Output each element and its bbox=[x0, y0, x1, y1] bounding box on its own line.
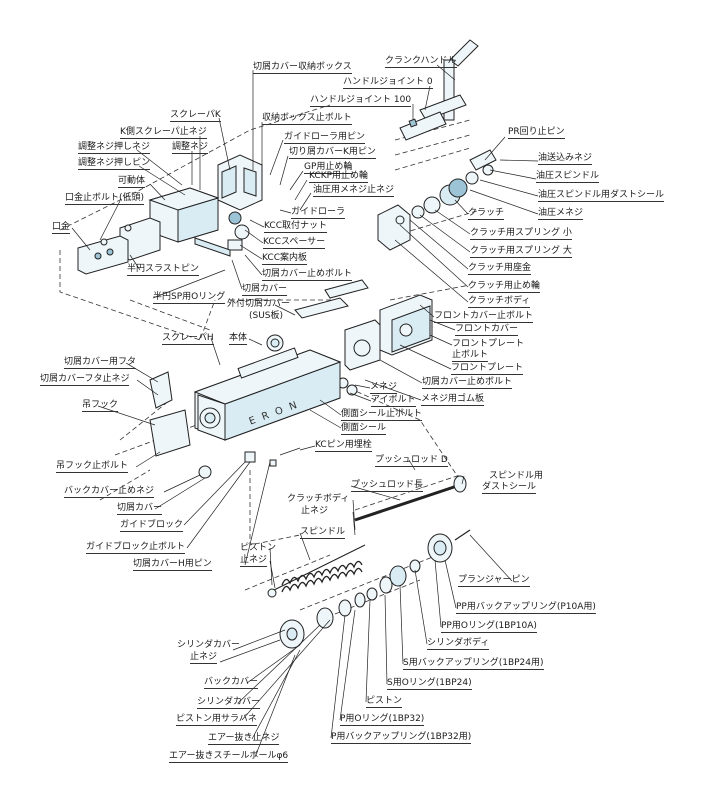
label-back-cover-screw: バックカバー止めネジ bbox=[64, 486, 155, 498]
label-air-bleed-steel-ball: エアー抜きスチールボールφ6 bbox=[169, 751, 289, 763]
label-front-cover: フロントカバー bbox=[455, 324, 519, 336]
label-cylinder-cover-2: シリンダカバー bbox=[197, 697, 261, 709]
label-cylinder-body: シリンダボディ bbox=[427, 638, 490, 650]
label-cylinder-cover-1: シリンダカバー bbox=[177, 640, 241, 650]
label-eye-bolt: アイボルト bbox=[371, 395, 416, 407]
label-gp-retaining-ring: GP用止め輪 bbox=[304, 162, 353, 174]
crank-handle-drawing bbox=[399, 39, 479, 141]
main-body-drawing bbox=[149, 334, 342, 479]
scraper-k-drawing bbox=[217, 154, 263, 251]
label-clutch-spring-small: クラッチ用スプリング 小 bbox=[470, 228, 572, 240]
label-adjust-screw: 調整ネジ bbox=[172, 142, 209, 154]
label-hydraulic-spindle: 油圧スピンドル bbox=[536, 171, 600, 183]
label-chip-cover-bolt-2: 切屑カバー止めボルト bbox=[422, 377, 513, 389]
label-front-plate-1: フロントプレート bbox=[452, 339, 525, 349]
label-piston-2: ピストン bbox=[366, 696, 403, 708]
label-guide-block: ガイドブロック bbox=[120, 520, 184, 532]
label-scraper-k: スクレーパK bbox=[170, 110, 221, 122]
label-air-bleed-screw: エアー抜き止ネジ bbox=[208, 733, 280, 745]
cylinder-parts-drawing bbox=[279, 529, 471, 649]
label-chip-cover-h-pin: 切屑カバーH用ピン bbox=[133, 559, 212, 571]
label-hydraulic-spindle-dust-seal: 油圧スピンドル用ダストシール bbox=[538, 190, 665, 202]
label-storage-box-bolt: 収納ボックス止ボルト bbox=[262, 113, 352, 125]
label-clutch-spring-large: クラッチ用スプリング 大 bbox=[470, 246, 572, 258]
label-sus-plate: (SUS板) bbox=[249, 311, 284, 321]
label-chip-cover-lid: 切屑カバー用フタ bbox=[64, 357, 137, 369]
label-p-o-ring: P用Oリング(1BP32) bbox=[340, 714, 425, 726]
label-stop-bolt-1: 止ボルト bbox=[452, 350, 489, 362]
label-movable-body: 可動体 bbox=[118, 176, 146, 188]
label-hydraulic-nut: 油圧メネジ bbox=[538, 208, 584, 220]
label-push-rod-long: プッシュロッド長 bbox=[351, 480, 424, 492]
label-piston-1: ピストン bbox=[240, 543, 277, 553]
label-s-backup-ring: S用バックアップリング(1BP24用) bbox=[403, 658, 544, 670]
label-kcc-mount-nut: KCC取付ナット bbox=[264, 221, 327, 233]
label-clutch-retaining-ring: クラッチ用止め輪 bbox=[468, 281, 541, 293]
clutch-assembly-drawing bbox=[377, 149, 497, 251]
label-half-round-thrust-pin: 半円スラストピン bbox=[127, 264, 199, 276]
label-clutch-body-2: クラッチボディ bbox=[287, 494, 350, 504]
label-oil-feed-screw: 油送込みネジ bbox=[538, 153, 593, 165]
movable-body-drawing bbox=[77, 187, 231, 275]
label-kc-pin-plug: KCピン用埋栓 bbox=[315, 440, 372, 452]
label-crank-handle: クランクハンドル bbox=[385, 56, 457, 68]
label-clutch: クラッチ bbox=[468, 208, 505, 220]
label-adjust-screw-push-pin: 調整ネジ押しピン bbox=[78, 158, 151, 170]
leader-lines bbox=[71, 64, 539, 758]
label-pr-anti-rotation-pin: PR回り止ピン bbox=[508, 127, 565, 139]
label-chip-cover-k-pin: 切り屑カバーK用ピン bbox=[289, 147, 376, 159]
label-adjust-screw-push-screw: 調整ネジ押しネジ bbox=[78, 142, 151, 154]
label-scraper-h: スクレーパH bbox=[162, 333, 214, 345]
label-chip-cover-2: 切屑カバー bbox=[117, 503, 163, 515]
label-front-cover-bolt: フロントカバー止ボルト bbox=[434, 311, 534, 323]
label-stop-screw-2: 止ネジ bbox=[240, 555, 268, 567]
label-clutch-body-1: クラッチボディ bbox=[468, 296, 531, 308]
label-p-backup-ring: P用バックアップリング(1BP32用) bbox=[331, 732, 472, 744]
label-hanging-hook: 吊フック bbox=[82, 400, 119, 412]
label-guide-roller-pin: ガイドローラ用ピン bbox=[284, 132, 366, 144]
label-s-o-ring: S用Oリング(1BP24) bbox=[387, 678, 472, 690]
label-stop-screw-1: 止ネジ bbox=[301, 506, 329, 516]
label-chip-cover-lid-screw: 切屑カバーフタ止ネジ bbox=[40, 374, 130, 386]
label-pp-backup-ring: PP用バックアップリング(P10A用) bbox=[456, 602, 596, 614]
label-chip-cover-bolt-1: 切屑カバー止めボルト bbox=[262, 269, 353, 281]
label-side-seal: 側面シール bbox=[341, 423, 387, 435]
label-k-scraper-screw: K側スクレーパ止ネジ bbox=[120, 127, 207, 139]
front-cover-drawing bbox=[294, 279, 433, 396]
label-back-cover: バックカバー bbox=[204, 677, 259, 689]
label-hook-bolt: 吊フック止ボルト bbox=[56, 461, 129, 473]
label-chip-cover-1: 切屑カバー bbox=[242, 284, 288, 296]
label-main-body: 本体 bbox=[229, 333, 248, 345]
label-push-rod-d: プッシュロッド D bbox=[375, 455, 448, 467]
label-front-plate-2: フロントプレート bbox=[451, 363, 524, 375]
label-half-round-sp-o-ring: 半円SP用Oリング bbox=[153, 292, 226, 304]
label-spindle-dust-seal: ダストシール bbox=[482, 482, 537, 494]
label-spindle: スピンドル bbox=[300, 527, 346, 539]
label-guide-roller: ガイドローラ bbox=[291, 207, 346, 219]
label-clutch-washer: クラッチ用座金 bbox=[468, 263, 532, 275]
label-kcc-spacer: KCCスペーサー bbox=[263, 237, 326, 249]
label-nut-rubber-plate: メネジ用ゴム板 bbox=[421, 394, 485, 406]
label-spindle-for: スピンドル用 bbox=[489, 471, 544, 481]
label-guide-block-bolt: ガイドブロック止ボルト bbox=[86, 542, 186, 554]
label-jaw-bolt-low-head: 口金止ボルト(低頭) bbox=[65, 193, 145, 205]
label-hydraulic-nut-screw: 油圧用メネジ止ネジ bbox=[313, 185, 395, 197]
label-piston-disc-spring: ピストン用サラバネ bbox=[176, 714, 257, 726]
label-handle-joint-100: ハンドルジョイント 100 bbox=[310, 95, 412, 107]
label-chip-cover-storage-box: 切屑カバー収納ボックス bbox=[253, 62, 352, 74]
label-pp-o-ring: PP用Oリング(1BP10A) bbox=[441, 621, 537, 633]
label-plunger-pin: プランジャーピン bbox=[458, 575, 530, 587]
label-jaw: 口金 bbox=[52, 222, 71, 234]
label-kcc-guide-plate: KCC案内板 bbox=[262, 253, 307, 265]
label-handle-joint-0: ハンドルジョイント 0 bbox=[343, 77, 433, 89]
label-side-seal-bolt: 側面シール止ボルト bbox=[341, 409, 423, 421]
label-nut-screw: メネジ bbox=[370, 382, 398, 394]
spindle-drawing bbox=[267, 544, 366, 598]
label-kckp-retaining-ring: KCKP用止め輪 bbox=[309, 171, 369, 183]
label-external-chip-cover: 外付切屑カバー bbox=[227, 299, 291, 309]
label-stop-screw-3: 止ネジ bbox=[190, 652, 218, 664]
